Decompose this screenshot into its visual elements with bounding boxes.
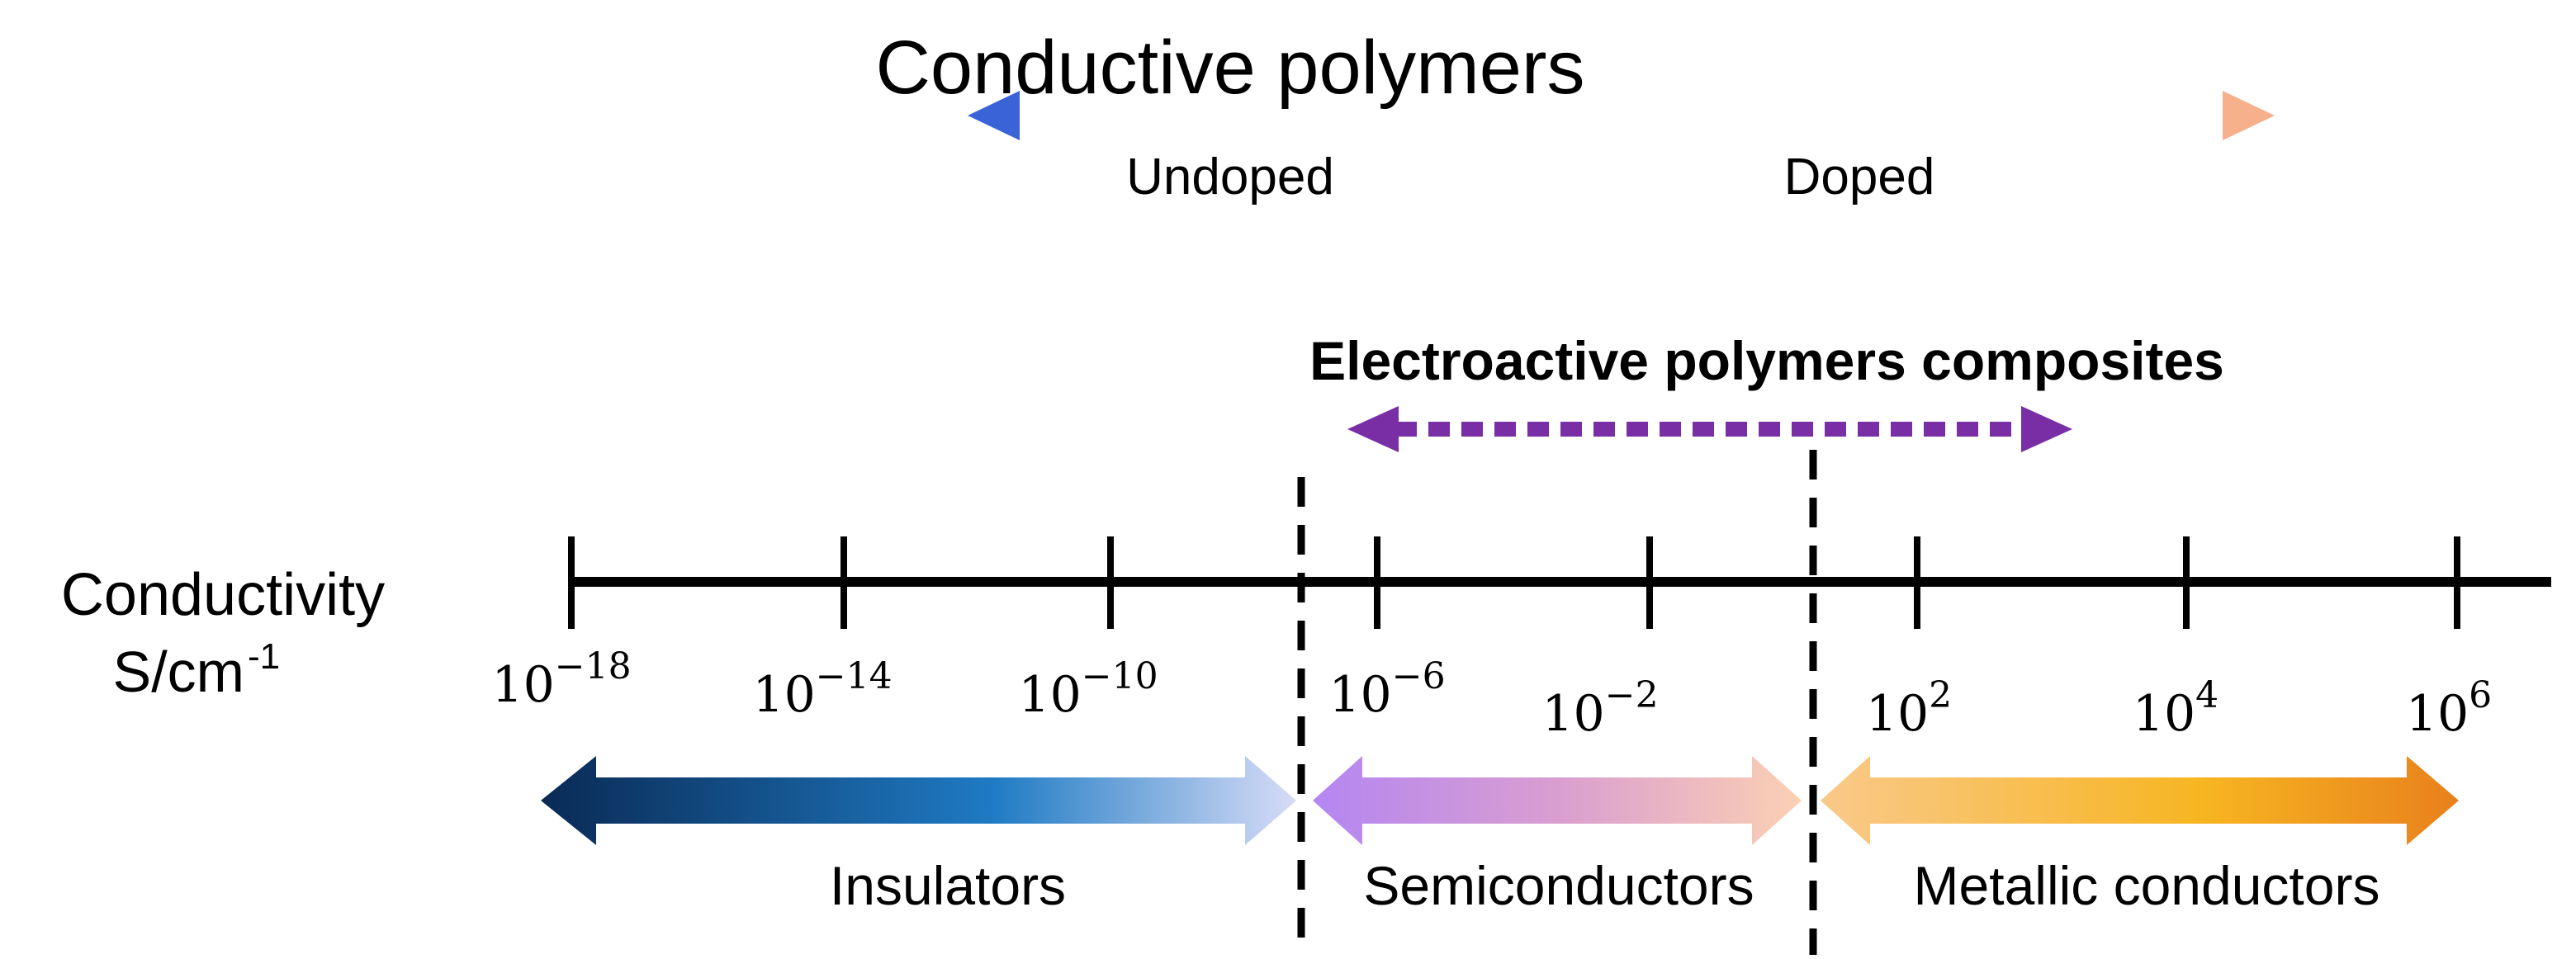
axis-label-conductivity: Conductivity xyxy=(61,562,385,628)
tick-label-7: 104 xyxy=(2133,674,2218,743)
insulators-label: Insulators xyxy=(830,855,1066,916)
tick-label-4: 10−6 xyxy=(1328,655,1445,724)
conductive-polymers-group: Conductive polymers Undoped Doped xyxy=(875,26,2275,206)
region-dividers xyxy=(1297,450,1817,955)
conductive-polymers-title: Conductive polymers xyxy=(875,26,1584,110)
region-arrows xyxy=(541,756,2459,845)
axis-label-group: Conductivity S/cm -1 xyxy=(61,562,385,704)
conductive-polymers-left-arrowhead xyxy=(968,91,1020,140)
tick-label-3: 10−10 xyxy=(1018,655,1158,724)
composites-title: Electroactive polymers composites xyxy=(1309,330,2224,391)
semiconductors-label: Semiconductors xyxy=(1363,855,1754,916)
composites-left-arrowhead xyxy=(1347,406,1399,452)
composites-right-arrowhead xyxy=(2021,406,2072,452)
tick-label-2: 10−14 xyxy=(752,655,892,724)
axis-label-unit-sup: -1 xyxy=(248,636,280,677)
region-labels: Insulators Semiconductors Metallic condu… xyxy=(830,855,2380,916)
conductive-polymers-right-arrowhead xyxy=(2223,91,2275,140)
undoped-label: Undoped xyxy=(1126,149,1334,206)
insulators-arrow xyxy=(541,756,1296,845)
tick-labels: 10−18 10−14 10−10 10−6 10−2 102 104 106 xyxy=(491,645,2492,743)
doped-label: Doped xyxy=(1784,149,1935,206)
tick-label-6: 102 xyxy=(1866,674,1952,743)
metallic-conductors-arrow xyxy=(1821,756,2459,845)
conductivity-axis xyxy=(568,536,2551,629)
metallic-conductors-label: Metallic conductors xyxy=(1914,855,2380,916)
axis-label-unit: S/cm xyxy=(113,640,244,704)
semiconductors-arrow xyxy=(1313,756,1802,845)
composites-group: Electroactive polymers composites xyxy=(1309,330,2224,452)
tick-label-1: 10−18 xyxy=(491,645,631,714)
tick-label-8: 106 xyxy=(2406,674,2492,743)
tick-label-5: 10−2 xyxy=(1541,674,1658,743)
